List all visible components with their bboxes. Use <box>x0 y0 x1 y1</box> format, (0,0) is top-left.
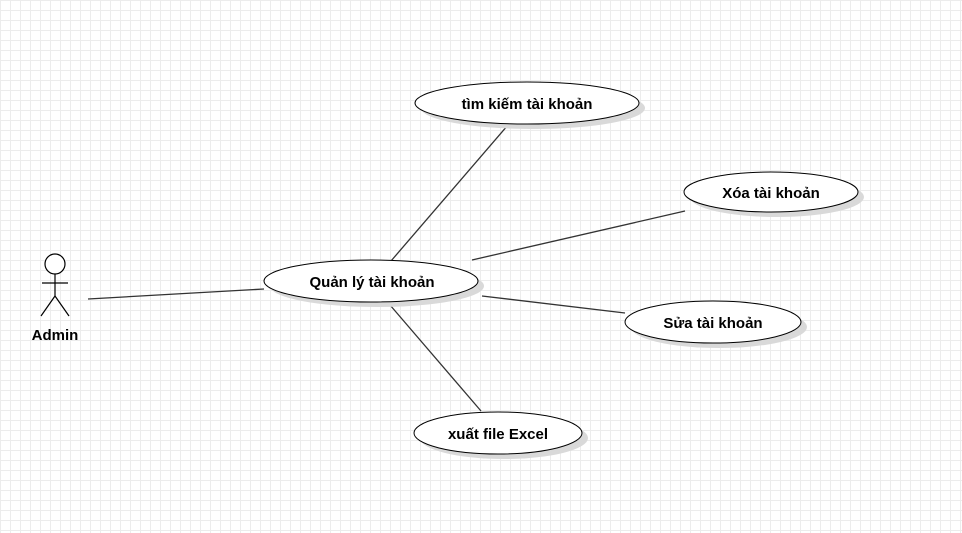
association-main-edit <box>481 295 626 314</box>
use-case-main[interactable]: Quản lý tài khoản <box>263 259 484 307</box>
use-case-main-label: Quản lý tài khoản <box>309 274 434 291</box>
use-case-delete[interactable]: Xóa tài khoản <box>683 171 864 217</box>
actor-label: Admin <box>32 327 79 344</box>
use-case-delete-label: Xóa tài khoản <box>722 185 820 202</box>
actor-admin[interactable]: Admin <box>32 253 79 344</box>
association-main-search <box>390 124 509 262</box>
use-case-edit-label: Sửa tài khoản <box>663 315 762 332</box>
association-admin-main <box>87 288 265 300</box>
use-case-export-label: xuất file Excel <box>448 426 548 443</box>
association-main-export <box>389 304 482 412</box>
use-case-export[interactable]: xuất file Excel <box>413 411 588 459</box>
use-case-search-label: tìm kiếm tài khoản <box>462 96 593 113</box>
stick-figure-actor-icon <box>40 253 70 317</box>
association-main-delete <box>471 210 686 261</box>
use-case-edit[interactable]: Sửa tài khoản <box>624 300 807 348</box>
use-case-search[interactable]: tìm kiếm tài khoản <box>414 81 645 129</box>
